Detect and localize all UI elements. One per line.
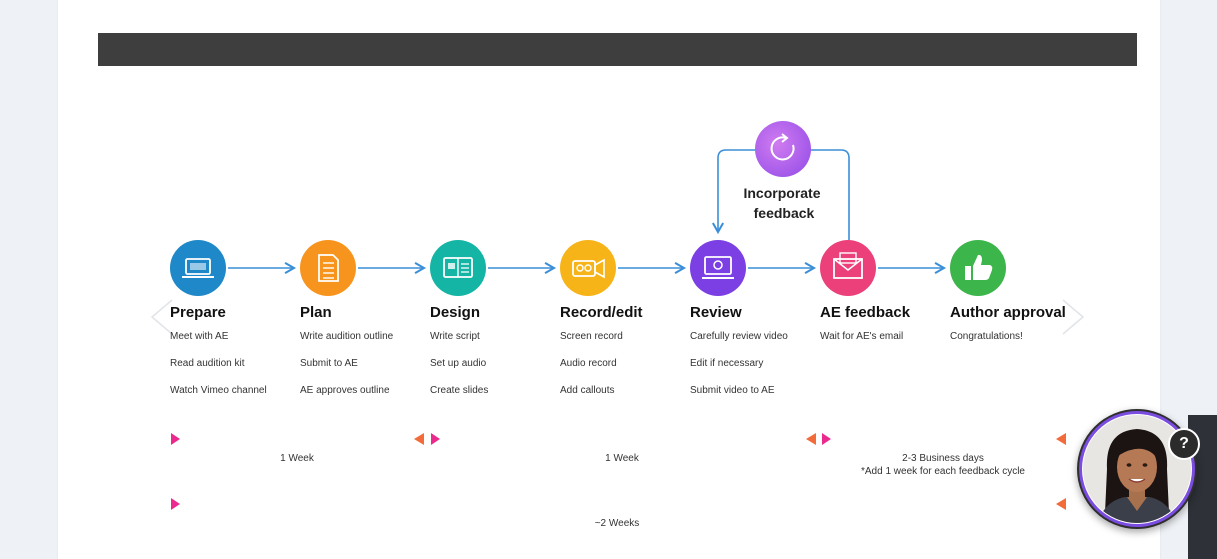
timeline-business-days: 2-3 Business days *Add 1 week for each f… xyxy=(822,433,1066,477)
timeline-note-feedback-cycle: *Add 1 week for each feedback cycle xyxy=(861,466,1025,477)
stage-design-item: Write script xyxy=(430,331,480,342)
loop-label-line2: feedback xyxy=(754,205,815,221)
stage-plan-title: Plan xyxy=(300,304,332,321)
timeline-label-total: ~2 Weeks xyxy=(595,518,640,529)
stage-author-approval-item: Congratulations! xyxy=(950,331,1023,342)
stage-review-item: Carefully review video xyxy=(690,331,788,342)
stage-plan-item: Submit to AE xyxy=(300,358,358,369)
loop-path-to-icon xyxy=(810,149,850,240)
monitor-icon xyxy=(702,256,734,279)
stage-design-title: Design xyxy=(430,304,480,321)
stage-design-item: Create slides xyxy=(430,385,488,396)
stage-record-item: Add callouts xyxy=(560,385,614,396)
timeline-total: ~2 Weeks xyxy=(171,498,1066,529)
thumbs-up-icon xyxy=(965,254,993,280)
loop-label-line1: Incorporate xyxy=(743,185,820,201)
camera-icon xyxy=(572,258,605,279)
avatar-image xyxy=(1079,411,1195,527)
stage-design-item: Set up audio xyxy=(430,358,487,369)
stage-prepare-title: Prepare xyxy=(170,304,226,321)
stage-ae-feedback-title: AE feedback xyxy=(820,304,911,321)
stage-author-approval-title: Author approval xyxy=(950,304,1066,321)
stage-plan-item: AE approves outline xyxy=(300,385,390,396)
stage-record-item: Audio record xyxy=(560,358,617,369)
stage-review-circle xyxy=(690,240,746,296)
stage-prepare-item: Meet with AE xyxy=(170,331,229,342)
help-button[interactable]: ? xyxy=(1168,428,1200,460)
loop-path-to-review xyxy=(711,149,756,235)
timeline-week-2: 1 Week xyxy=(431,433,816,464)
stage-plan-item: Write audition outline xyxy=(300,331,394,342)
refresh-icon xyxy=(770,133,795,161)
stage-ae-feedback-circle xyxy=(820,240,876,296)
stage-review-title: Review xyxy=(690,304,742,321)
connector-arrows xyxy=(228,149,947,275)
stage-review-item: Submit video to AE xyxy=(690,385,775,396)
stage-review-item: Edit if necessary xyxy=(690,358,763,369)
chevron-right-icon[interactable] xyxy=(1062,299,1085,335)
chevron-left-icon[interactable] xyxy=(150,299,173,335)
header-bar xyxy=(98,33,1137,66)
envelope-icon xyxy=(833,252,863,279)
stage-prepare-item: Watch Vimeo channel xyxy=(170,385,267,396)
stage-prepare-item: Read audition kit xyxy=(170,358,245,369)
presenter-avatar[interactable] xyxy=(1077,409,1197,529)
document-icon xyxy=(318,254,339,282)
timeline-label-business-days: 2-3 Business days xyxy=(902,453,984,464)
incorporate-feedback-node: Incorporate feedback xyxy=(743,121,821,221)
stage-record-circle xyxy=(560,240,616,296)
stage-record-title: Record/edit xyxy=(560,304,643,321)
slides-icon xyxy=(443,257,473,278)
stage-ae-feedback-item: Wait for AE's email xyxy=(820,331,903,342)
laptop-icon xyxy=(182,258,214,278)
timeline-week-1: 1 Week xyxy=(171,433,424,464)
stage-record-item: Screen record xyxy=(560,331,623,342)
timelines: 1 Week 1 Week 2-3 Business days *Add 1 w… xyxy=(171,433,1066,529)
timeline-label-week-1: 1 Week xyxy=(280,453,315,464)
timeline-label-week-2: 1 Week xyxy=(605,453,640,464)
